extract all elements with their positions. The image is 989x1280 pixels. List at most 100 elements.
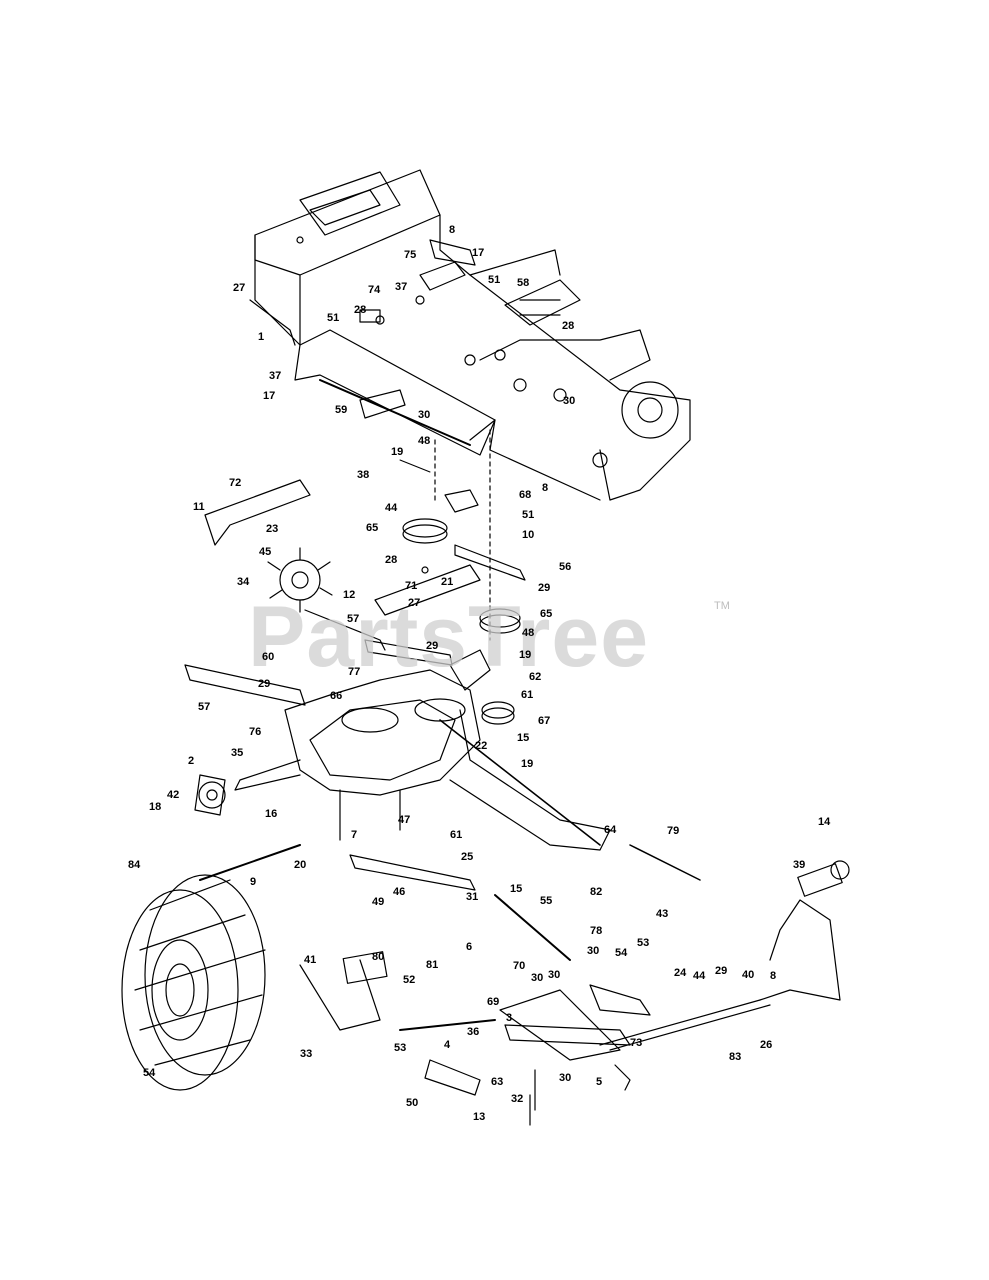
callout-label: 27 [233,282,246,294]
callout-label: 21 [441,576,454,588]
pulley-stack [374,429,526,725]
callout-label: 28 [354,304,367,316]
callout-label: 62 [529,671,542,683]
callout-label: 34 [237,576,250,588]
callout-label: 6 [466,941,473,953]
callout-label: 63 [491,1076,504,1088]
callout-label: 81 [426,959,439,971]
callout-label: 59 [335,404,348,416]
callout-label: 28 [385,554,398,566]
callout-label: 33 [300,1048,313,1060]
linkage-rods [199,844,701,1046]
callout-label: 51 [327,312,340,324]
callout-label: 46 [393,886,406,898]
callout-label: 15 [517,732,530,744]
callout-label: 60 [262,651,275,663]
callout-label: 37 [395,281,408,293]
callout-label: 50 [406,1097,419,1109]
callout-label: 26 [760,1039,773,1051]
callout-label: 57 [198,701,211,713]
fan-and-brackets [184,479,453,706]
trademark-mark: TM [714,600,730,612]
callout-label: 29 [715,965,728,977]
callout-label: 79 [667,825,680,837]
callout-label: 30 [587,945,600,957]
callout-label: 8 [542,482,549,494]
callout-label: 24 [674,967,687,979]
callout-label: 76 [249,726,262,738]
callout-label: 11 [193,501,205,513]
callout-label: 19 [391,446,404,458]
callout-label: 18 [149,801,162,813]
callout-label: 29 [538,582,551,594]
callout-label: 8 [449,224,456,236]
callout-label: 17 [472,247,485,259]
callout-label: 48 [418,435,431,447]
callout-label: 29 [426,640,439,652]
pedal-assembly [299,860,850,1126]
callout-label: 77 [348,666,361,678]
callout-label: 37 [269,370,282,382]
transaxle [194,649,611,851]
callout-label: 75 [404,249,417,261]
callout-label: 55 [540,895,553,907]
callout-label: 29 [258,678,271,690]
callout-label: 48 [522,627,535,639]
callout-label: 30 [531,972,544,984]
partstree-watermark: PartsTree [248,589,650,685]
callout-label: 19 [519,649,532,661]
callout-label: 30 [548,969,561,981]
callout-label: 31 [466,891,479,903]
callout-label: 25 [461,851,474,863]
callout-label: 68 [519,489,532,501]
engine-mount [249,261,466,346]
callout-label: 43 [656,908,669,920]
callout-label: 61 [450,829,463,841]
callout-label: 78 [590,925,603,937]
callout-label: 4 [444,1039,451,1051]
callout-label: 69 [487,996,500,1008]
callout-label: 17 [263,390,276,402]
callout-label: 54 [615,947,628,959]
callout-label: 39 [793,859,806,871]
callout-label: 44 [693,970,706,982]
callout-label: 22 [475,740,488,752]
frame-assembly [254,169,691,501]
callout-label: 27 [408,597,421,609]
callout-label: 42 [167,789,180,801]
callout-label: 58 [517,277,530,289]
callout-label: 67 [538,715,551,727]
callout-label: 54 [143,1067,156,1079]
callout-label: 70 [513,960,526,972]
callout-label: 47 [398,814,411,826]
callout-label: 40 [742,969,755,981]
callout-label: 35 [231,747,244,759]
callout-label: 53 [394,1042,407,1054]
callout-label: 65 [540,608,553,620]
callout-label: 15 [510,883,523,895]
callout-label: 56 [559,561,572,573]
callout-label: 36 [467,1026,480,1038]
callout-label: 82 [590,886,603,898]
callout-label: 57 [347,613,360,625]
callout-label: 66 [330,690,343,702]
callout-label: 49 [372,896,385,908]
callout-label: 5 [596,1076,603,1088]
callout-label: 30 [559,1072,572,1084]
callout-label: 9 [250,876,257,888]
callout-label: 12 [343,589,356,601]
callout-label: 65 [366,522,379,534]
callout-label: 28 [562,320,575,332]
callout-label: 2 [188,755,195,767]
callout-label: 41 [304,954,317,966]
callout-label: 3 [506,1012,513,1024]
callout-label: 10 [522,529,535,541]
callout-label: 7 [351,829,358,841]
callout-label: 61 [521,689,534,701]
callout-label: 23 [266,523,279,535]
callout-label: 84 [128,859,141,871]
callout-label: 8 [770,970,777,982]
callout-label: 51 [488,274,501,286]
